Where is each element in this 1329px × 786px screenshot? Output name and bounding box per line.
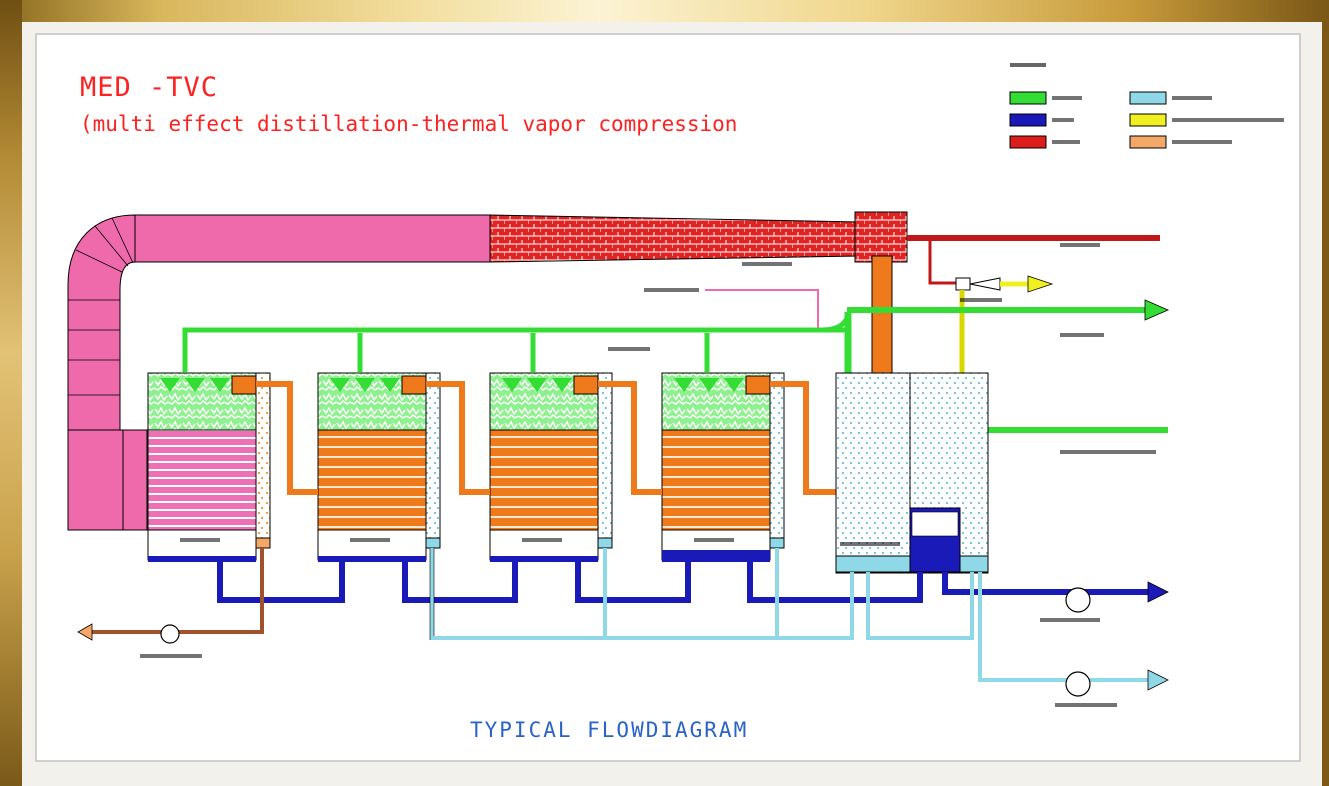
- vapor-duct: [67, 214, 491, 531]
- distillate-pump-icon: [1065, 671, 1091, 697]
- effect-2: [317, 372, 441, 562]
- diagram-subtitle: (multi effect distillation-thermal vapor…: [80, 112, 738, 136]
- final-condenser: [835, 372, 989, 574]
- effect-3: [489, 372, 613, 562]
- steam-supply-line: [907, 235, 1160, 285]
- brine-pump-icon: [1065, 587, 1091, 613]
- slide-frame-left-bar: [0, 0, 22, 786]
- vacuum-ejector: [955, 275, 1054, 380]
- vapor-transfer-pipes: [256, 381, 836, 495]
- thermocompressor: [489, 211, 908, 266]
- effect-4: [661, 372, 785, 562]
- diagram-caption: TYPICAL FLOWDIAGRAM: [470, 718, 749, 742]
- condensate-line: [77, 548, 264, 658]
- brine-lines: [217, 562, 1150, 603]
- legend: [1009, 63, 1284, 149]
- distillate-lines: [430, 548, 1150, 682]
- chemical-dosing-line: [705, 289, 819, 328]
- vapor-riser: [871, 255, 893, 375]
- effect-1: [147, 372, 271, 562]
- condensate-pump-icon: [160, 624, 180, 644]
- diagram-title: MED -TVC: [80, 72, 219, 103]
